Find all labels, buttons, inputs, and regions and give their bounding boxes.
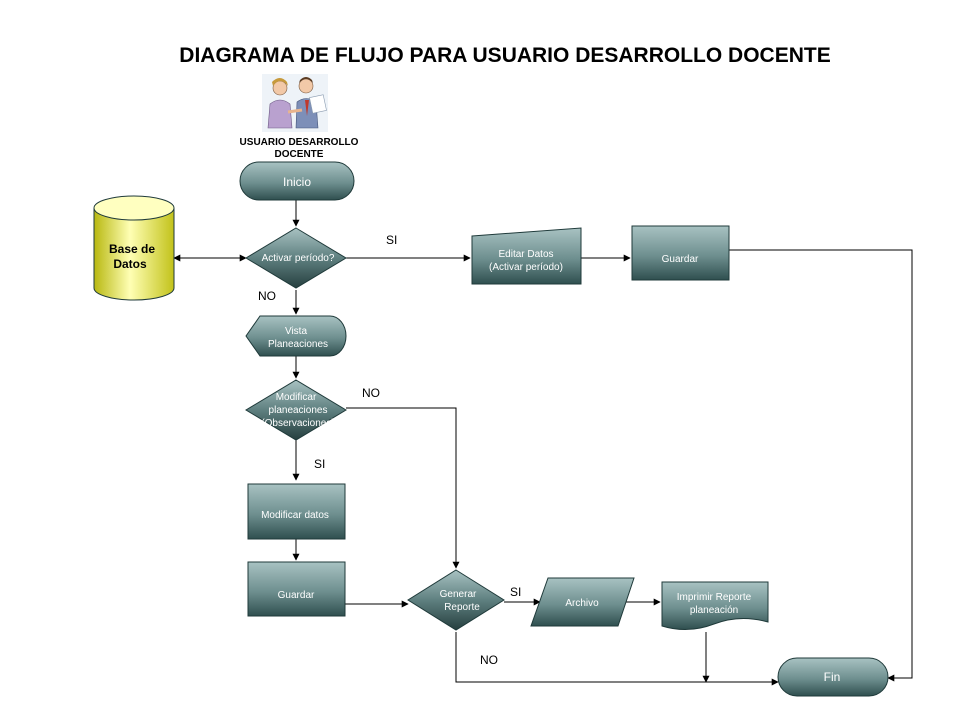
node-base-datos-line2: Datos: [113, 257, 147, 271]
node-generar-reporte: Generar Reporte: [407, 569, 505, 631]
actor-label-line1: USUARIO DESARROLLO: [240, 137, 359, 148]
node-guardar-bottom: Guardar: [247, 561, 346, 617]
edges: [173, 200, 913, 686]
node-vista-line2: Planeaciones: [268, 339, 328, 350]
node-activar-periodo-label: Activar período?: [262, 253, 335, 264]
node-editar-datos: Editar Datos (Activar período): [471, 227, 582, 285]
edge-guardar-fin: [729, 249, 913, 682]
node-modificar-datos-label: Modificar datos: [261, 510, 329, 521]
node-guardar-top-label: Guardar: [662, 254, 699, 265]
node-editar-datos-line1: Editar Datos: [498, 249, 553, 260]
node-modificar-line1: Modificar: [276, 392, 317, 403]
node-modificar-datos: Modificar datos: [247, 483, 346, 540]
node-inicio-label: Inicio: [283, 175, 311, 189]
edge-modificar-generar: [346, 407, 460, 569]
node-editar-datos-line2: (Activar período): [489, 262, 563, 273]
node-generar-line1: Generar: [440, 589, 477, 600]
node-imprimir-reporte: Imprimir Reporte planeación: [661, 581, 769, 630]
node-modificar-planeaciones: Modificar planeaciones (Observaciones): [245, 379, 347, 441]
edge-label-generar-no: NO: [480, 653, 498, 667]
node-archivo-label: Archivo: [565, 598, 599, 609]
node-generar-line2: Reporte: [444, 602, 480, 613]
node-fin: Fin: [777, 657, 889, 697]
page-title: DIAGRAMA DE FLUJO PARA USUARIO DESARROLL…: [179, 44, 830, 67]
node-modificar-line2: planeaciones: [269, 405, 328, 416]
actor-label-line2: DOCENTE: [275, 149, 324, 160]
two-people-clipart-icon: [262, 74, 328, 132]
node-vista-line1: Vista: [285, 326, 307, 337]
node-activar-periodo: Activar período?: [245, 227, 347, 289]
node-modificar-line3: (Observaciones): [261, 418, 334, 429]
node-guardar-top: Guardar: [631, 225, 730, 281]
node-fin-label: Fin: [824, 670, 841, 684]
node-vista-planeaciones: Vista Planeaciones: [245, 315, 347, 357]
node-imprimir-line2: planeación: [690, 605, 738, 616]
edge-label-modificar-si: SI: [314, 457, 325, 471]
edge-generar-fin: [455, 632, 779, 686]
node-base-datos-line1: Base de: [109, 242, 155, 256]
node-guardar-bottom-label: Guardar: [278, 590, 315, 601]
node-inicio: Inicio: [239, 161, 355, 201]
node-archivo: Archivo: [530, 577, 635, 627]
edge-label-modificar-no: NO: [362, 386, 380, 400]
edge-label-activar-si: SI: [386, 233, 397, 247]
edge-label-generar-si: SI: [510, 585, 521, 599]
edge-label-activar-no: NO: [258, 289, 276, 303]
node-imprimir-line1: Imprimir Reporte: [677, 592, 752, 603]
node-base-datos: Base de Datos: [93, 195, 175, 301]
